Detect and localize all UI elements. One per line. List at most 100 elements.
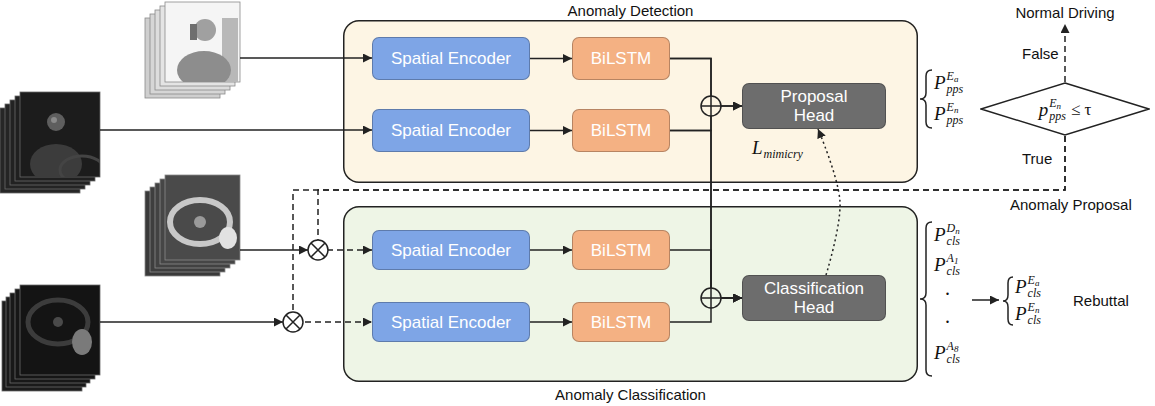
ellipsis-dot: . [945, 306, 950, 326]
output-brace [920, 70, 932, 128]
depth-frame-stack [145, 2, 240, 98]
flow-connector [670, 59, 742, 299]
concat-symbol [701, 96, 721, 116]
gate-symbol [308, 240, 328, 260]
math-label: PA1cls [934, 252, 960, 277]
math-label: PEapps [934, 70, 963, 95]
head-box: Proposal Head [742, 83, 886, 129]
math-label: PA8cls [934, 340, 960, 365]
math-label: pEnpps ≤ τ [1039, 97, 1092, 122]
subscript: cls [1028, 287, 1041, 299]
superscript-text: E [1028, 274, 1035, 286]
ellipsis-dot: . [945, 278, 950, 298]
superscript-text: E [947, 70, 954, 82]
superscript-text: E [1028, 301, 1035, 313]
subscript: mimicry [764, 148, 803, 160]
encoder-box: Spatial Encoder [372, 37, 530, 80]
superscript: A1 [947, 252, 959, 264]
subscript: cls [947, 235, 960, 247]
subscript: pps [1049, 110, 1066, 122]
superscript: En [947, 101, 959, 113]
superscript-text: A [947, 340, 954, 352]
math-base: P [934, 104, 946, 123]
math-base: P [934, 343, 946, 362]
threshold-text: ≤ τ [1071, 101, 1091, 118]
box-label: Spatial Encoder [391, 121, 511, 140]
superscript-text: D [947, 222, 956, 234]
math-label: PEacls [1015, 274, 1041, 299]
box-label: Classification Head [758, 279, 870, 317]
superscript: Ea [947, 70, 959, 82]
subscript: cls [947, 265, 960, 277]
false-branch-arrow [1064, 24, 1066, 82]
subscript: pps [947, 83, 964, 95]
flow-connector [530, 249, 572, 251]
module-panel: Spatial EncoderBiLSTMSpatial EncoderBiLS… [343, 20, 918, 183]
rebuttal-arrow [972, 299, 999, 301]
ir-frame-stack [0, 92, 104, 193]
math-base: P [934, 255, 946, 274]
subscript: pps [947, 114, 964, 126]
subscript: cls [947, 353, 960, 365]
encoder-box: Spatial Encoder [372, 302, 530, 342]
outcome-label: Rebuttal [1073, 292, 1129, 309]
box-label: Spatial Encoder [391, 313, 511, 332]
panel-title: Anomaly Detection [343, 2, 918, 19]
panel-title: Anomaly Classification [343, 386, 918, 403]
box-label: BiLSTM [591, 121, 651, 140]
flow-connector [818, 129, 840, 275]
head-box: Classification Head [742, 275, 886, 321]
output-brace [920, 222, 932, 376]
bilstm-box: BiLSTM [572, 109, 670, 152]
encoder-box: Spatial Encoder [372, 230, 530, 270]
ir-frame-stack [2, 285, 100, 391]
depth-frame-stack [145, 175, 240, 276]
box-label: Proposal Head [766, 87, 862, 125]
math-label: PEncls [1015, 301, 1041, 326]
math-base: L [752, 138, 763, 157]
output-brace [1003, 277, 1013, 325]
bilstm-box: BiLSTM [572, 230, 670, 270]
decision-diamond: pEnpps ≤ τ [980, 82, 1150, 136]
concat-symbol [701, 288, 721, 308]
box-label: BiLSTM [591, 49, 651, 68]
input-arrow [100, 321, 283, 323]
superscript: En [1049, 97, 1061, 109]
flow-label: Anomaly Proposal [1010, 196, 1132, 213]
script-stack: Eacls [1028, 274, 1041, 299]
branch-label: False [1022, 45, 1059, 62]
script-stack: Encls [1028, 301, 1041, 326]
math-base: P [1015, 277, 1027, 296]
flow-connector [318, 136, 1065, 250]
gate-symbol [283, 312, 303, 332]
script-stack: A1cls [947, 252, 960, 277]
superscript: En [1028, 301, 1040, 313]
flow-connector [530, 58, 572, 60]
input-arrow [100, 129, 372, 131]
superscript-text: E [947, 101, 954, 113]
diamond-shape [981, 83, 1149, 135]
box-label: BiLSTM [591, 313, 651, 332]
flow-connector [530, 321, 572, 323]
flow-connector [530, 130, 572, 132]
script-stack: Enpps [1049, 97, 1066, 122]
math-base: P [1015, 304, 1027, 323]
math-base: P [934, 225, 946, 244]
box-label: Spatial Encoder [391, 241, 511, 260]
box-label: BiLSTM [591, 241, 651, 260]
superscript: A8 [947, 340, 959, 352]
bilstm-box: BiLSTM [572, 37, 670, 80]
encoder-box: Spatial Encoder [372, 109, 530, 152]
box-label: Spatial Encoder [391, 49, 511, 68]
flow-connector [670, 131, 742, 299]
bilstm-box: BiLSTM [572, 302, 670, 342]
superscript-text: E [1049, 97, 1056, 109]
math-base: p [1039, 100, 1049, 119]
module-panel: Spatial EncoderBiLSTMSpatial EncoderBiLS… [343, 206, 918, 382]
superscript: Ea [1028, 274, 1040, 286]
math-label: Lmimicry [752, 138, 803, 157]
outcome-label: Normal Driving [1015, 4, 1114, 21]
math-label: PEnpps [934, 101, 963, 126]
input-arrow [240, 249, 308, 251]
